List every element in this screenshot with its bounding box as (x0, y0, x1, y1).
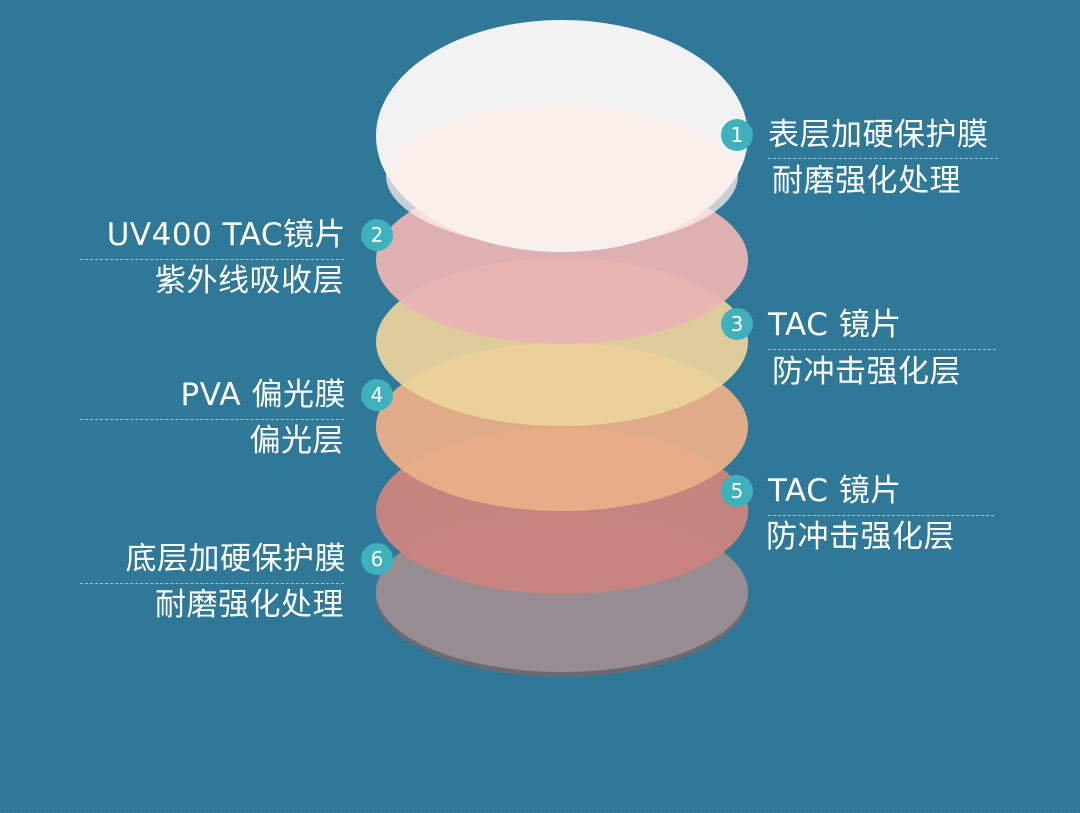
layer-1-title: 表层加硬保护膜 (768, 117, 989, 153)
layer-5-subtitle: 防冲击强化层 (766, 519, 955, 555)
layer-3-title: TAC 镜片 (768, 307, 902, 343)
layer-4-title: PVA 偏光膜 (180, 377, 346, 413)
layer-5-title: TAC 镜片 (768, 473, 902, 509)
layer-2-badge: 2 (361, 219, 393, 251)
layer-6-divider (80, 583, 344, 584)
layer-3-subtitle: 防冲击强化层 (772, 354, 961, 390)
layer-1-subtitle: 耐磨强化处理 (772, 163, 961, 199)
layer-6-badge: 6 (361, 543, 393, 575)
layer-2-title: UV400 TAC镜片 (106, 217, 346, 253)
layer-2-subtitle: 紫外线吸收层 (155, 263, 344, 299)
layer-1-inner-glow (386, 104, 738, 248)
layer-1-badge: 1 (721, 119, 753, 151)
layer-5-badge: 5 (721, 475, 753, 507)
layer-6-subtitle: 耐磨强化处理 (155, 587, 344, 623)
layer-6-title: 底层加硬保护膜 (125, 541, 346, 577)
layer-3-badge: 3 (721, 308, 753, 340)
layer-4-badge: 4 (361, 379, 393, 411)
layer-1-divider (768, 158, 998, 159)
layer-4-subtitle: 偏光层 (249, 423, 344, 459)
layer-4-divider (80, 419, 344, 420)
layer-3-divider (768, 349, 996, 350)
layer-5-divider (768, 515, 994, 516)
layer-2-divider (80, 259, 344, 260)
